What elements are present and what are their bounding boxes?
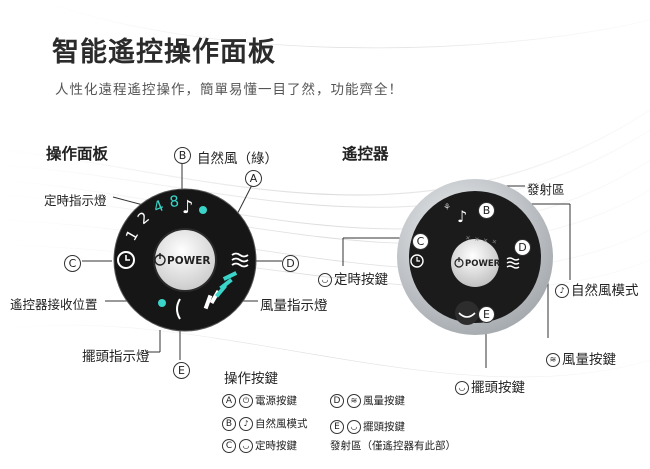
panel-callout-c: C — [64, 255, 81, 272]
emitter-label: 發射區 — [527, 182, 565, 197]
wind-icon — [231, 252, 249, 268]
remote-natural-wind-icon: ♪ — [457, 207, 467, 226]
timer-key-icon: ◡ — [318, 273, 332, 287]
receiver-label: 遙控器接收位置 — [10, 297, 98, 312]
natural-wind-indicator — [199, 206, 207, 214]
wind-level-icon: ≋ — [347, 394, 361, 408]
panel-callout-a: A — [245, 170, 262, 187]
legend-label-b: 自然風模式 — [255, 418, 308, 430]
remote-callout-c: C — [412, 233, 429, 250]
legend-label-d: 風量按鍵 — [363, 395, 405, 407]
legend-key-c: C — [222, 439, 236, 453]
remote-wind-button[interactable] — [506, 257, 520, 269]
timer-light-label: 定時指示燈 — [44, 193, 107, 208]
panel-callout-b: B — [174, 147, 191, 164]
swing-indicator — [158, 299, 166, 307]
legend-item-d: D≋風量按鍵 — [330, 393, 405, 408]
swing-icon-legend: ◡ — [347, 420, 361, 434]
panel-section-title: 操作面板 — [46, 145, 109, 163]
remote-power-icon — [454, 257, 464, 268]
timer-key-label: ◡定時按鍵 — [318, 268, 388, 288]
svg-text:♪: ♪ — [182, 197, 194, 218]
remote-callout-e: E — [478, 306, 495, 323]
remote-ring-text: ✕ ✕ ✕ ✕ — [465, 235, 498, 247]
wind-key-icon: ≋ — [546, 353, 560, 367]
remote-callout-b: B — [478, 202, 495, 219]
legend-label-e: 擺頭按鍵 — [363, 421, 405, 433]
remote-timer-button[interactable] — [410, 254, 424, 268]
remote-power-button[interactable] — [451, 239, 499, 287]
legend-key-a: A — [222, 394, 236, 408]
wind-key-label: ≋風量按鍵 — [546, 348, 616, 368]
remote-section-title: 遙控器 — [342, 145, 389, 163]
legend-label-c: 定時按鍵 — [255, 440, 297, 452]
wind-key-text: 風量按鍵 — [562, 352, 616, 368]
panel-callout-d: D — [282, 255, 299, 272]
legend-item-b: B♪自然風模式 — [222, 416, 308, 431]
legend-item-a: A⏻電源按鍵 — [222, 393, 297, 408]
legend-key-e: E — [330, 420, 344, 434]
music-note-icon: ♪ — [239, 417, 253, 431]
wind-light-label: 風量指示燈 — [260, 298, 328, 314]
natural-wind-icon: ♪ — [182, 197, 194, 218]
legend-title: 操作按鍵 — [224, 371, 278, 387]
power-button-label: POWER — [167, 255, 210, 267]
power-button[interactable]: POWER — [154, 253, 210, 267]
panel-callout-e: E — [173, 362, 190, 379]
legend-key-d: D — [330, 394, 344, 408]
remote-callout-d: D — [514, 239, 531, 256]
natural-wind-label: 自然風（綠） — [197, 151, 278, 167]
timer-icon: ◡ — [239, 439, 253, 453]
wind-level-bars — [203, 271, 238, 310]
swing-icon — [176, 298, 181, 320]
legend-label-a: 電源按鍵 — [255, 395, 297, 407]
legend-key-b: B — [222, 417, 236, 431]
remote-emitter-icon: ⚘ — [443, 203, 451, 213]
swing-key-icon: ◡ — [455, 381, 469, 395]
swing-light-label: 擺頭指示燈 — [82, 349, 150, 365]
legend-item-c: C◡定時按鍵 — [222, 438, 297, 453]
power-icon: ⏻ — [239, 394, 253, 408]
swing-key-text: 擺頭按鍵 — [471, 380, 525, 396]
remote-control: POWER ♪ ⚘ ✕ ✕ ✕ ✕ — [397, 179, 553, 335]
natural-mode-icon: ♪ — [555, 284, 569, 298]
page-subtitle: 人性化遠程遙控操作，簡單易懂一目了然，功能齊全！ — [55, 82, 403, 98]
control-dial: 1 2 4 8 ♪ POWER — [113, 188, 257, 332]
timer-key-text: 定時按鍵 — [334, 272, 388, 288]
natural-mode-text: 自然風模式 — [571, 283, 639, 299]
natural-mode-label: ♪自然風模式 — [555, 279, 639, 299]
legend-item-e: E◡擺頭按鍵 — [330, 419, 405, 434]
timer-digit-8: 8 — [169, 192, 180, 211]
remote-power-label: POWER — [465, 259, 501, 269]
remote-swing-button[interactable] — [455, 301, 479, 325]
page-title: 智能遙控操作面板 — [52, 37, 276, 68]
swing-key-label: ◡擺頭按鍵 — [455, 376, 525, 396]
clock-icon — [117, 251, 135, 269]
legend-emitter-note: 發射區（僅遙控器有此部） — [330, 440, 456, 452]
